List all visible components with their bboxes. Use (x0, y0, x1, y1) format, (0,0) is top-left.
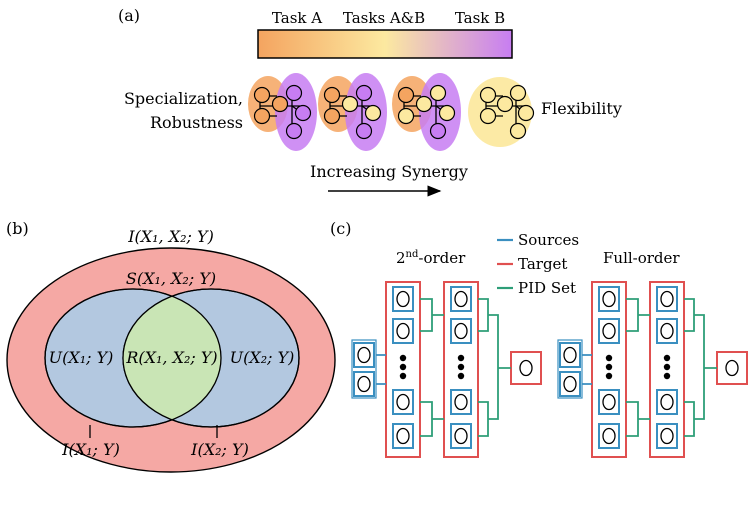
legend-sources-label: Sources (518, 231, 579, 249)
full-order-layer-1-ellipsis-dot-3 (605, 372, 613, 380)
second-order-pid-link-top-1 (420, 298, 444, 332)
second-order-title: 2nd-order (396, 249, 466, 267)
full-order-pid-link-output (703, 350, 717, 386)
second-order-pid-link-bottom-1 (420, 401, 444, 437)
legend-pidset-label: PID Set (518, 279, 576, 297)
joint-mi-label: I(X₁, X₂; Y) (127, 227, 214, 246)
second-order-input-group (351, 339, 377, 399)
second-order-layer-2-ellipsis-dot-2 (457, 363, 465, 371)
full-order-layer-2-ellipsis-dot-1 (663, 354, 671, 362)
second-order-layer-1-ellipsis-dot-2 (399, 363, 407, 371)
unique-x1-label: U(X₁; Y) (49, 348, 114, 367)
second-order-input-links (376, 354, 386, 385)
full-order-title: Full-order (603, 249, 680, 267)
flexibility-label: Flexibility (541, 99, 622, 118)
robustness-label: Robustness (150, 113, 243, 132)
full-order-input-1-circle (563, 346, 577, 364)
second-order-layer-1-unit-3-circle (396, 393, 410, 411)
full-order-layer-1-unit-1-circle (602, 290, 616, 308)
redundancy-region (123, 289, 221, 427)
second-order-output-circle (519, 359, 533, 377)
full-order-output-circle (725, 359, 739, 377)
redundancy-label: R(X₁, X₂; Y) (125, 348, 217, 367)
second-order-layer-2-ellipsis-dot-3 (457, 372, 465, 380)
full-order-layer-2-unit-2-circle (660, 322, 674, 340)
full-order-pid-link-bottom-1 (626, 401, 650, 437)
unique-x2-label: U(X₂; Y) (230, 348, 295, 367)
legend-target-label: Target (518, 255, 567, 273)
second-order-layer-1-unit-1-circle (396, 290, 410, 308)
full-order-layer-2-unit-4-circle (660, 427, 674, 445)
panel-c-label: (c) (330, 219, 351, 238)
second-order-pid-link-top-2 (478, 298, 499, 350)
full-order-layer-2-ellipsis-dot-2 (663, 363, 671, 371)
specialization-label: Specialization, (124, 89, 243, 108)
second-order-layer-1-unit-4-circle (396, 427, 410, 445)
full-order-layer-1-ellipsis-dot-2 (605, 363, 613, 371)
network-flexible (468, 77, 535, 147)
second-order-layer-1-frame (385, 281, 421, 458)
synergy-label: S(X₁, X₂; Y) (126, 269, 216, 288)
colorbar-label-tasks-ab: Tasks A&B (343, 9, 425, 27)
second-order-pid-link-bottom-2 (478, 386, 499, 437)
full-order-layer-1-frame (591, 281, 627, 458)
full-order-pid-link-top-2 (684, 298, 705, 350)
network-partial-1 (318, 73, 387, 151)
full-order-layer-1-unit-4-circle (602, 427, 616, 445)
full-order-pid-link-bottom-2 (684, 386, 705, 437)
second-order-layer-2-ellipsis-dot-1 (457, 354, 465, 362)
full-order-layer-1-ellipsis-dot-1 (605, 354, 613, 362)
second-order-pid-link-output (497, 350, 511, 386)
second-order-layer-2-unit-3-circle (454, 393, 468, 411)
full-order-layer-2-unit-3-circle (660, 393, 674, 411)
second-order-network (351, 281, 542, 458)
colorbar-label-task-a: Task A (272, 9, 322, 27)
colorbar-label-task-b: Task B (455, 9, 505, 27)
increasing-synergy-label: Increasing Synergy (310, 162, 468, 181)
second-order-layer-2-unit-4-circle (454, 427, 468, 445)
legend: Sources Target PID Set (497, 231, 579, 297)
second-order-layer-2-frame (443, 281, 479, 458)
second-order-input-2-circle (357, 375, 371, 393)
full-order-input-group (557, 339, 583, 399)
full-order-layer-2-frame (649, 281, 685, 458)
mi-x2-label: I(X₂; Y) (190, 440, 249, 459)
second-order-layer-2-unit-2-circle (454, 322, 468, 340)
full-order-layer-1-unit-3-circle (602, 393, 616, 411)
panel-b-label: (b) (6, 219, 29, 238)
second-order-input-1-circle (357, 346, 371, 364)
full-order-layer-1-unit-2-circle (602, 322, 616, 340)
second-order-layer-1-ellipsis-dot-1 (399, 354, 407, 362)
mi-x1-label: I(X₁; Y) (61, 440, 120, 459)
full-order-layer-2-ellipsis-dot-3 (663, 372, 671, 380)
second-order-layer-2-unit-1-circle (454, 290, 468, 308)
full-order-input-2-circle (563, 375, 577, 393)
panel-a-label: (a) (118, 6, 140, 25)
network-specialized (248, 73, 317, 151)
full-order-input-links (582, 354, 592, 385)
full-order-layer-2-unit-1-circle (660, 290, 674, 308)
full-order-pid-link-top-1 (626, 298, 650, 332)
second-order-layer-1-ellipsis-dot-3 (399, 372, 407, 380)
task-colorbar (257, 29, 513, 59)
network-partial-2 (392, 73, 461, 151)
full-order-network (557, 281, 748, 458)
second-order-layer-1-unit-2-circle (396, 322, 410, 340)
